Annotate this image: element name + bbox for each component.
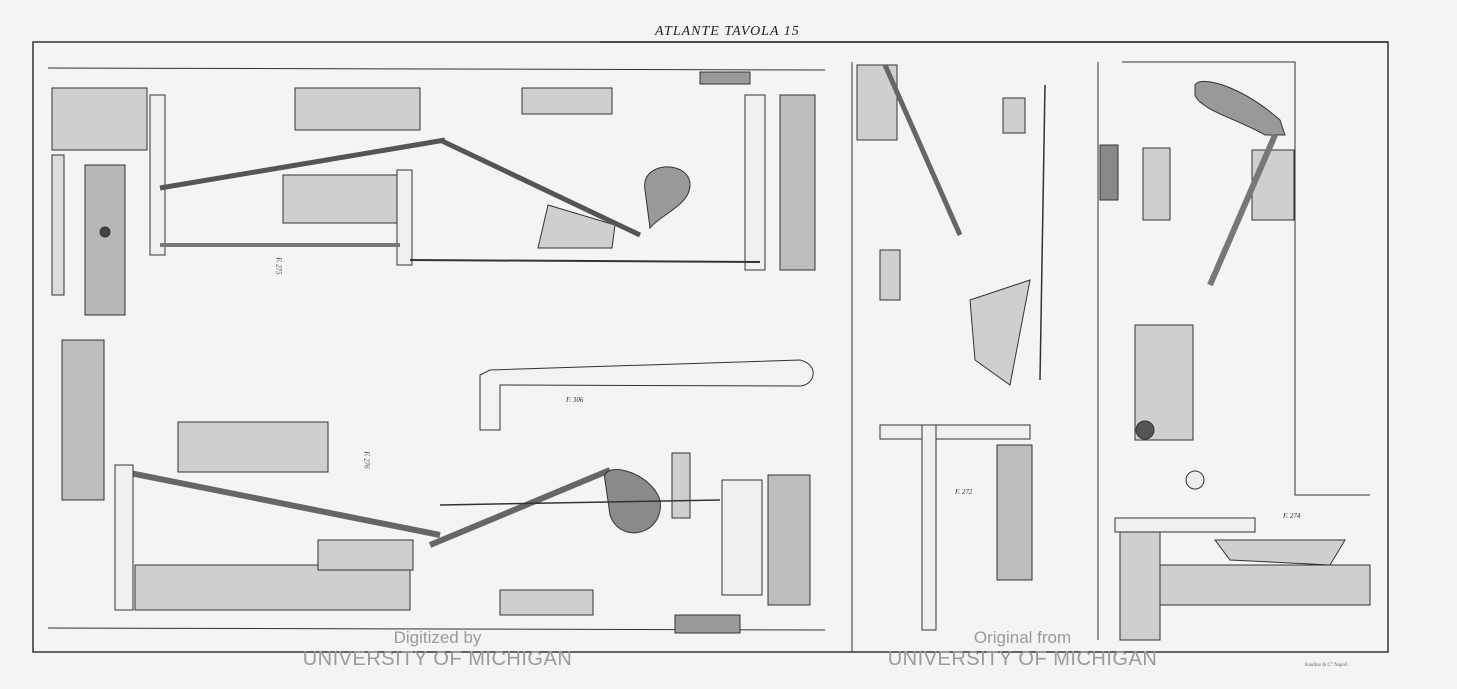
figure-label: F. 274 (1283, 512, 1301, 520)
figure-275 (51, 71, 816, 316)
figure-label: F. 272 (955, 488, 973, 496)
figure-label: F. 306 (566, 396, 584, 404)
watermark-line: Digitized by (393, 628, 482, 647)
watermark-line: UNIVERSITY OF MICHIGAN (887, 647, 1158, 670)
watermark-original: Original from UNIVERSITY OF MICHIGAN (885, 628, 1160, 670)
watermark-digitized: Digitized by UNIVERSITY OF MICHIGAN (300, 628, 575, 670)
figure-272 (856, 63, 1046, 631)
plate-title: ATLANTE TAVOLA 15 (655, 24, 800, 39)
watermark-line: UNIVERSITY OF MICHIGAN (302, 647, 573, 670)
printer-credit: Kaulbar & C° Napoli (1305, 663, 1348, 668)
figure-276 (61, 339, 814, 634)
watermark-line: Original from (973, 628, 1072, 647)
figure-label: F. 275 (274, 257, 283, 275)
figure-274 (1099, 61, 1371, 641)
figure-label: F. 276 (362, 451, 371, 469)
